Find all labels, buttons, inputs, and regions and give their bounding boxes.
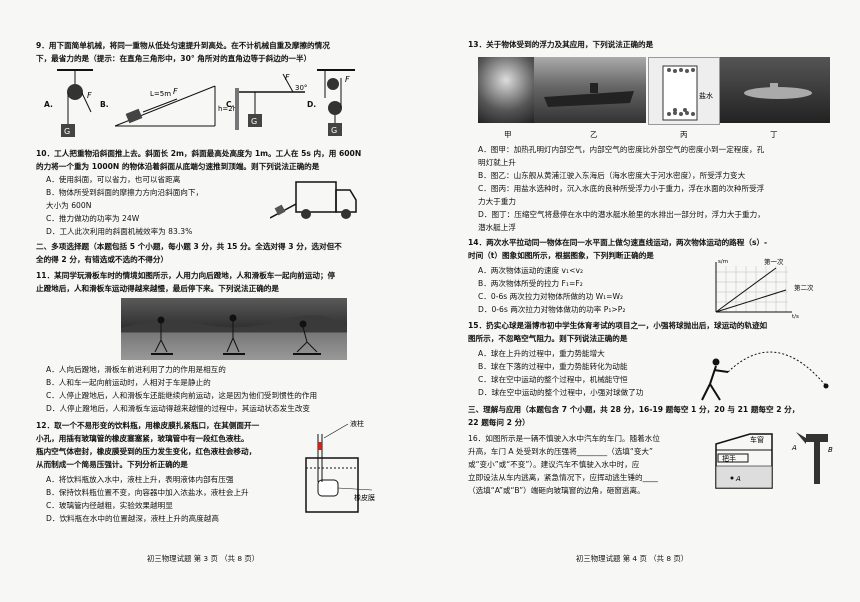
q16-line-4: 立即设法从车内逃离，紧急情况下，应挥动逃生锤的____ bbox=[468, 473, 658, 482]
svg-text:第一次: 第一次 bbox=[764, 257, 784, 266]
svg-text:车窗: 车窗 bbox=[750, 435, 764, 444]
q16-car-door-figure: 车窗 把手 A A B bbox=[715, 432, 833, 489]
q14-line-2: 时间（t）图象如图所示，根据图象，下列判断正确的是 bbox=[468, 251, 654, 260]
q9-option-b: B. bbox=[100, 100, 109, 109]
q13-option-d: D．图丁：压缩空气将悬停在水中的潜水艇水舱里的水排出一部分时，浮力大于重力， bbox=[478, 210, 765, 219]
q11-scooter-photo bbox=[121, 298, 347, 360]
svg-text:F: F bbox=[173, 87, 178, 96]
q13-option-c-cont: 力大于重力 bbox=[478, 197, 516, 206]
q13-option-b: B．图乙：山东舰从黄浦江驶入东海后（海水密度大于河水密度），所受浮力变大 bbox=[478, 171, 746, 180]
q10-line-1: 10．工人把重物沿斜面推上去。斜面长 2m，斜面最高处高度为 1m。工人在 5s… bbox=[36, 149, 362, 158]
q13-option-d-cont: 潜水艇上浮 bbox=[478, 223, 516, 232]
q11-option-b: B．人和车一起向前运动时，人相对于车是静止的 bbox=[46, 378, 211, 387]
svg-text:G: G bbox=[331, 126, 337, 135]
q13-photo-ding-submarine bbox=[720, 57, 830, 123]
svg-text:F: F bbox=[285, 73, 290, 82]
q12-line-3: 瓶内空气体密封，橡皮膜受到的压力发生变化，红色液柱会移动， bbox=[36, 447, 257, 456]
q10-option-a: A．使用斜面，可以省力，也可以省距离 bbox=[46, 175, 181, 184]
q13-label-jia: 甲 bbox=[504, 130, 512, 139]
q9-machines-figure: F G L=5m F h=2m G F 30° G F bbox=[57, 69, 355, 137]
left-footer: 初三物理试题 第 3 页 （共 8 页） bbox=[147, 554, 260, 563]
q9-option-d: D. bbox=[307, 100, 317, 109]
q13-photo-yi-carrier bbox=[534, 57, 646, 123]
q9-line-2: 下，最省力的是（提示：在直角三角形中，30° 角所对的直角边等于斜边的一半） bbox=[36, 54, 312, 63]
q15-shot-put-figure bbox=[701, 351, 829, 401]
q9-option-c: C. bbox=[226, 100, 235, 109]
svg-text:30°: 30° bbox=[295, 84, 307, 92]
q15-line-1: 15．扔实心球是淄博市初中学生体育考试的项目之一，小强将球抛出后，球运动的轨迹如 bbox=[468, 321, 768, 330]
q12-option-c: C．玻璃管内径越粗，实验效果越明显 bbox=[46, 501, 173, 510]
svg-text:F: F bbox=[87, 91, 92, 100]
svg-text:A: A bbox=[735, 475, 741, 483]
svg-text:把手: 把手 bbox=[722, 454, 736, 463]
section2-heading: 二、多项选择题（本题包括 5 个小题，每小题 3 分，共 15 分。全选对得 3… bbox=[36, 242, 342, 251]
q16-line-5: （选填“A”或“B”）端砸向玻璃窗的边角，砸窗逃离。 bbox=[468, 486, 645, 495]
q15-option-a: A．球在上升的过程中，重力势能增大 bbox=[478, 349, 605, 358]
q13-label-bing: 丙 bbox=[680, 130, 688, 139]
q13-option-a: A．图甲：加热孔明灯内部空气，内部空气的密度比外部空气的密度小到一定程度，孔 bbox=[478, 145, 765, 154]
q13-line: 13．关于物体受到的浮力及其应用，下列说法正确的是 bbox=[468, 40, 654, 49]
svg-text:G: G bbox=[64, 127, 70, 136]
q15-option-c: C．球在空中运动的整个过程中，机械能守恒 bbox=[478, 375, 628, 384]
q16-line-2: 升高，车门 A 处受到水的压强将________（选填“变大” bbox=[468, 447, 653, 456]
q12-line-4: 从而制成一个简易压强计。下列分析正确的是 bbox=[36, 460, 188, 469]
svg-text:橡皮膜: 橡皮膜 bbox=[354, 493, 375, 502]
section2-heading-cont: 全的得 2 分，有错选或不选的不得分） bbox=[36, 255, 169, 264]
q14-option-d: D．0-6s 两次拉力对物体做功的功率 P₁>P₂ bbox=[478, 305, 626, 314]
svg-text:A: A bbox=[791, 444, 797, 452]
right-footer: 初三物理试题 第 4 页 （共 8 页） bbox=[576, 554, 689, 563]
q12-line-1: 12．取一个不易形变的饮料瓶，用橡皮膜扎紧瓶口，在其侧面开一 bbox=[36, 421, 260, 430]
svg-text:盐水: 盐水 bbox=[699, 91, 713, 100]
q16-line-1: 16．如图所示是一辆不慎驶入水中汽车的车门。随着水位 bbox=[468, 434, 660, 443]
q13-label-yi: 乙 bbox=[590, 130, 598, 139]
svg-text:G: G bbox=[251, 117, 257, 126]
q14-option-c: C．0-6s 两次拉力对物体所做的功 W₁=W₂ bbox=[478, 292, 624, 301]
q15-line-2: 图所示，不忽略空气阻力。则下列说法正确的是 bbox=[468, 334, 628, 343]
svg-text:L=5m: L=5m bbox=[150, 90, 171, 98]
q14-option-a: A．两次物体运动的速度 v₁<v₂ bbox=[478, 266, 583, 275]
left-page: 9．用下面简单机械，将同一重物从低处匀速提升到高处。在不计机械自重及摩擦的情况 … bbox=[36, 41, 375, 563]
q13-option-c: C．图丙：用盐水选种时，沉入水底的良种所受浮力小于重力，浮在水面的次种所受浮 bbox=[478, 184, 765, 193]
svg-text:B: B bbox=[828, 446, 833, 454]
svg-text:s/m: s/m bbox=[718, 259, 728, 265]
q11-option-d: D．人停止蹬地后，人和滑板车运动得越来越慢的过程中，其运动状态发生改变 bbox=[46, 404, 311, 413]
q10-line-2: 的力将一个重为 1000N 的物体沿着斜面从底端匀速推到顶端。则下列说法正确的是 bbox=[36, 162, 320, 171]
q13-option-a-cont: 明灯就上升 bbox=[478, 158, 516, 167]
q12-option-a: A．将饮料瓶放入水中，液柱上升，表明液体内部有压强 bbox=[46, 475, 234, 484]
q10-option-b-cont: 大小为 600N bbox=[46, 201, 92, 210]
q12-option-b: B．保持饮料瓶位置不变，向容器中加入浓盐水，液柱会上升 bbox=[46, 488, 249, 497]
q15-option-b: B．球在下落的过程中，重力势能转化为动能 bbox=[478, 362, 628, 371]
q11-option-a: A．人向后蹬地，滑板车前进利用了力的作用是相互的 bbox=[46, 365, 226, 374]
q14-option-b: B．两次物体所受的拉力 F₁=F₂ bbox=[478, 279, 583, 288]
q14-line-1: 14．两次水平拉动同一物体在同一水平面上做匀速直线运动，两次物体运动的路程（s）… bbox=[468, 238, 768, 247]
section3-heading: 三、理解与应用（本题包含 7 个小题，共 28 分，16-19 题每空 1 分，… bbox=[468, 405, 800, 414]
q9-option-a: A. bbox=[44, 100, 53, 109]
svg-text:t/s: t/s bbox=[792, 314, 799, 320]
q16-line-3: 或“变小”或“不变”）。建议汽车不慎驶入水中时，应 bbox=[468, 460, 640, 469]
q13-photo-bing-seeds: 盐水 bbox=[648, 57, 720, 125]
svg-text:第二次: 第二次 bbox=[794, 283, 814, 292]
q10-option-b: B．物体所受到斜面的摩擦力方向沿斜面向下， bbox=[46, 188, 204, 197]
svg-text:F: F bbox=[345, 75, 350, 84]
q14-st-graph: s/m t/s 第一次 第二次 bbox=[715, 257, 814, 320]
q11-line-1: 11．某同学玩滑板车时的情境如图所示，人用力向后蹬地，人和滑板车一起向前运动；停 bbox=[36, 271, 336, 280]
q10-option-c: C．推力做功的功率为 24W bbox=[46, 214, 140, 223]
svg-text:液柱: 液柱 bbox=[350, 419, 364, 428]
svg-text:h=2m: h=2m bbox=[218, 105, 240, 113]
q12-line-2: 小孔，用插有玻璃管的橡皮塞塞紧，玻璃管中有一段红色液柱。 bbox=[36, 434, 249, 443]
section3-heading-cont: 22 题每问 2 分） bbox=[468, 418, 530, 427]
q12-option-d: D．饮料瓶在水中的位置越深，液柱上升的高度越高 bbox=[46, 514, 219, 523]
q11-option-c: C．人停止蹬地后，人和滑板车还能继续向前运动，这是因为他们受到惯性的作用 bbox=[46, 391, 318, 400]
q10-option-d: D．工人此次利用的斜面机械效率为 83.3% bbox=[46, 227, 193, 236]
q10-truck-figure bbox=[270, 181, 357, 219]
q9-line-1: 9．用下面简单机械，将同一重物从低处匀速提升到高处。在不计机械自重及摩擦的情况 bbox=[36, 41, 330, 50]
q13-label-ding: 丁 bbox=[770, 130, 778, 139]
q15-option-d: D．球在空中运动的整个过程中，小强对球做了功 bbox=[478, 388, 644, 397]
q12-pressure-gauge-figure: 液柱 橡皮膜 bbox=[305, 419, 375, 513]
right-page: 13．关于物体受到的浮力及其应用，下列说法正确的是 盐水 甲 乙 丙 丁 A．图… bbox=[430, 0, 860, 602]
q13-photo-jia-lantern bbox=[478, 57, 534, 123]
q11-line-2: 止蹬地后，人和滑板车运动得越来越慢，最后停下来。下列说法正确的是 bbox=[36, 284, 279, 293]
